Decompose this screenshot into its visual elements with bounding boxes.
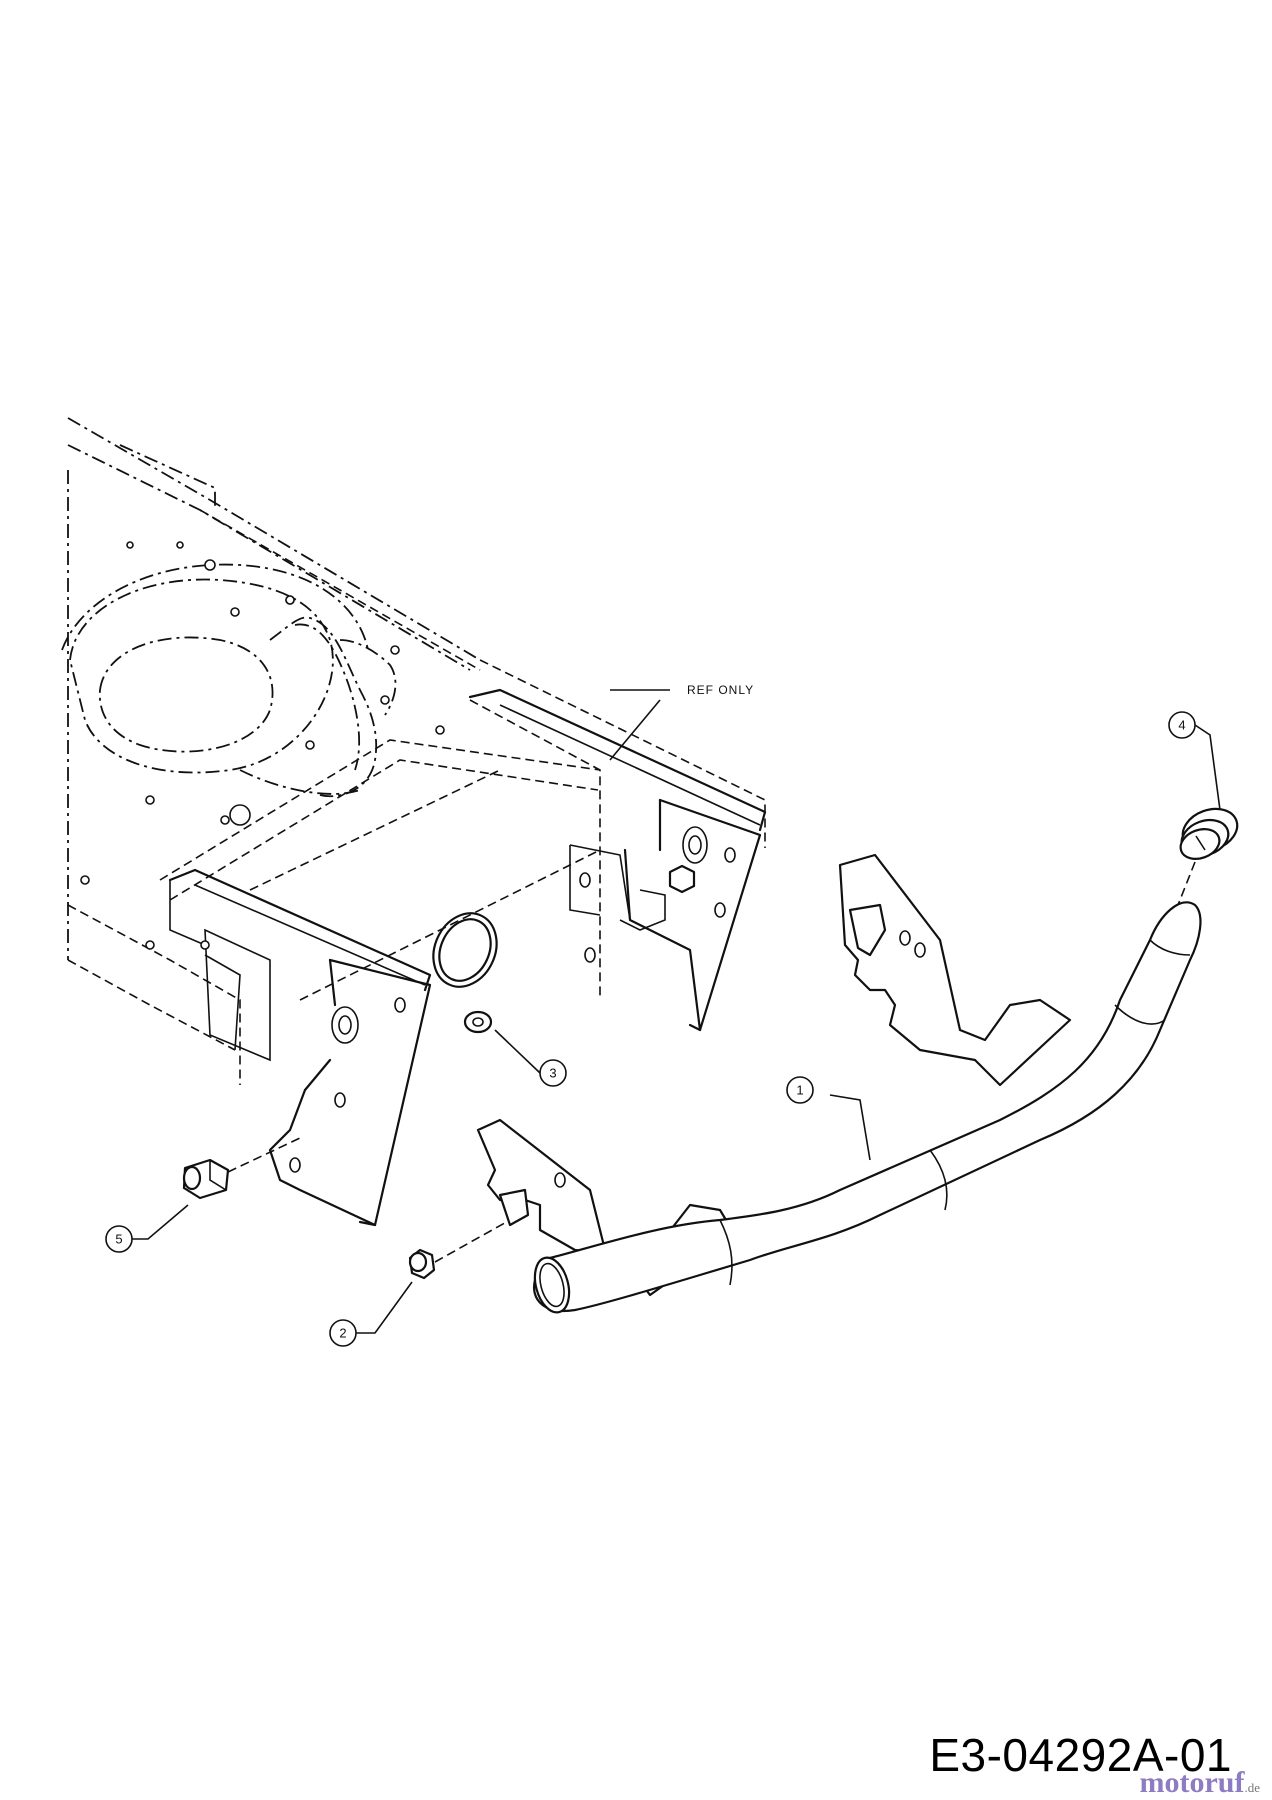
callout-3-label: 3 [549, 1066, 556, 1081]
diagram-code: E3-04292A-01 [929, 1729, 1232, 1781]
callout-5: 5 [105, 1225, 133, 1253]
part-1-bumper [476, 853, 1202, 1314]
callout-1: 1 [786, 1076, 814, 1104]
ref-only-label: REF ONLY [687, 683, 754, 697]
callout-4-label: 4 [1178, 718, 1185, 733]
part-5-bolt [182, 1137, 301, 1200]
callout-4: 4 [1168, 711, 1196, 739]
callout-3: 3 [539, 1059, 567, 1087]
watermark-main: motoruf [1139, 1766, 1245, 1799]
callout-1-label: 1 [796, 1083, 803, 1098]
leader-lines [132, 689, 1221, 1334]
tractor-frame [61, 417, 767, 1227]
callout-2-label: 2 [339, 1326, 346, 1341]
callout-2: 2 [329, 1319, 357, 1347]
watermark-logo: motoruf.de [1139, 1766, 1260, 1800]
callout-5-label: 5 [115, 1232, 122, 1247]
part-4-cap [1177, 807, 1239, 906]
watermark-tld: .de [1244, 1780, 1260, 1795]
part-3-ring [432, 912, 498, 1034]
part-2-nut [408, 1219, 511, 1280]
